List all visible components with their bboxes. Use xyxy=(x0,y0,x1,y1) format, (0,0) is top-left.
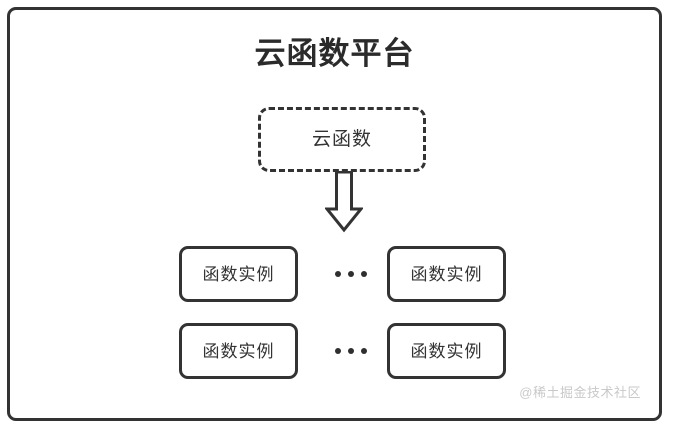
instance-label: 函数实例 xyxy=(410,341,483,361)
instance-row: 函数实例 函数实例 xyxy=(10,323,659,379)
ellipsis-dot xyxy=(361,271,367,277)
instance-box: 函数实例 xyxy=(179,323,298,379)
instance-label: 函数实例 xyxy=(202,341,275,361)
instance-grid: 函数实例 函数实例 函数实例 xyxy=(10,246,659,379)
ellipsis-icon xyxy=(321,323,381,379)
instance-box: 函数实例 xyxy=(387,323,506,379)
down-arrow-icon xyxy=(325,171,363,233)
watermark: @稀土掘金技术社区 xyxy=(519,385,641,400)
instance-row: 函数实例 函数实例 xyxy=(10,246,659,302)
platform-title: 云函数平台 xyxy=(254,36,415,71)
cloud-function-label: 云函数 xyxy=(311,129,372,150)
ellipsis-dot xyxy=(361,348,367,354)
ellipsis-dot xyxy=(348,348,354,354)
ellipsis-dot xyxy=(348,271,354,277)
instance-box: 函数实例 xyxy=(387,246,506,302)
platform-container: 云函数平台 云函数 函数实例 函数实例 xyxy=(7,7,662,421)
instance-label: 函数实例 xyxy=(410,264,483,284)
ellipsis-dot xyxy=(335,271,341,277)
instance-box: 函数实例 xyxy=(179,246,298,302)
cloud-function-node: 云函数 xyxy=(258,107,426,172)
ellipsis-dot xyxy=(335,348,341,354)
instance-label: 函数实例 xyxy=(202,264,275,284)
ellipsis-icon xyxy=(321,246,381,302)
